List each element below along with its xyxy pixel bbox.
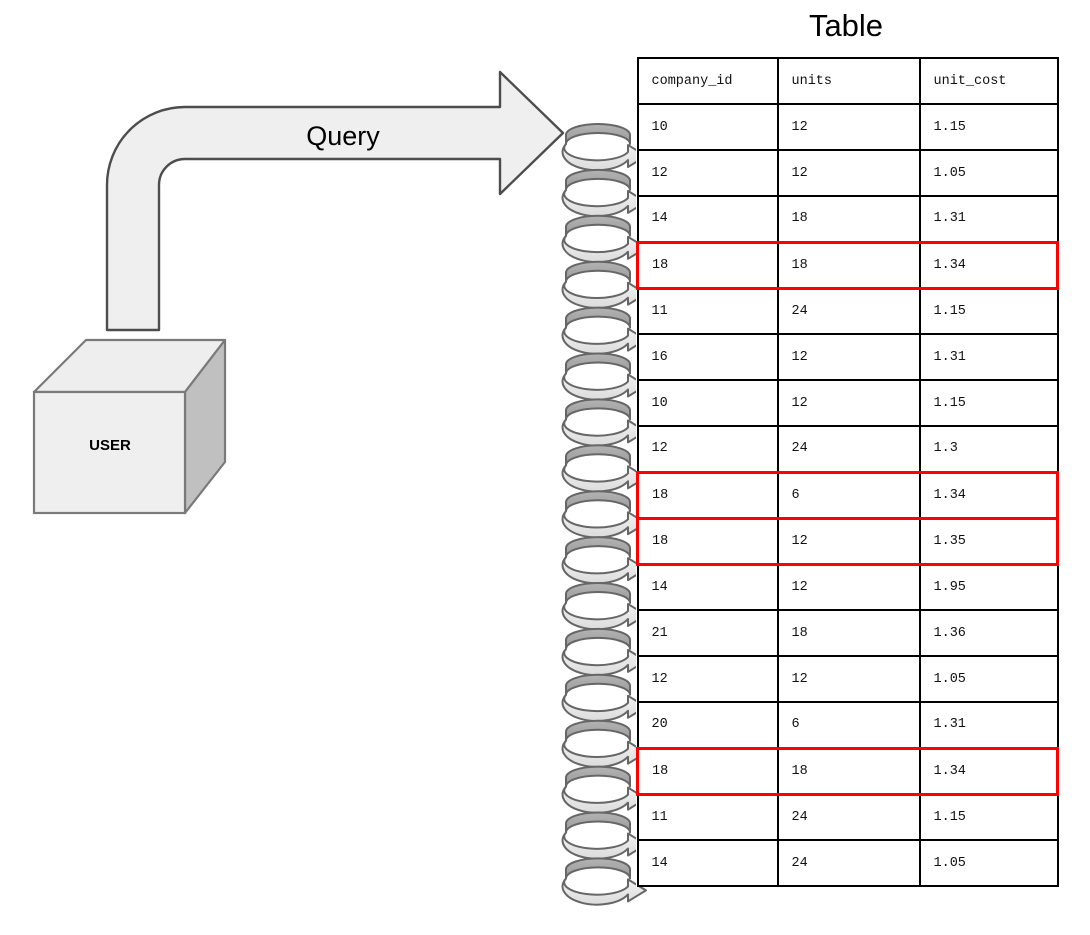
table-cell-units: 24 (776, 793, 921, 841)
table-cell-company_id: 14 (636, 563, 779, 611)
coil-loop-arrow-icon (561, 673, 647, 723)
table-cell-company_id: 14 (636, 195, 779, 243)
column-header-company_id: company_id (636, 57, 779, 105)
table-title: Table (808, 8, 884, 43)
table-cell-units: 6 (776, 470, 921, 520)
table-cell-unit_cost: 1.31 (918, 701, 1059, 749)
table-cell-company_id: 12 (636, 149, 779, 197)
table-cell-unit_cost: 1.15 (918, 103, 1059, 151)
coil-loop-arrow-icon (561, 444, 647, 493)
table-cell-company_id: 18 (636, 240, 779, 290)
table-cell-units: 12 (776, 655, 921, 703)
coil-loop-arrow-icon (561, 582, 647, 631)
table-cell-unit_cost: 1.35 (918, 516, 1059, 566)
table-cell-unit_cost: 1.34 (918, 240, 1059, 290)
coil-loop-arrow-icon (561, 811, 647, 860)
coil-loop-arrow-icon (561, 214, 647, 264)
table-cell-unit_cost: 1.05 (918, 149, 1059, 197)
table-cell-company_id: 14 (636, 839, 779, 887)
table-cell-unit_cost: 1.15 (918, 287, 1059, 335)
coil-loop-arrow-icon (561, 352, 647, 401)
table-cell-company_id: 12 (636, 655, 779, 703)
query-arrow-icon (105, 70, 565, 332)
table-cell-company_id: 10 (636, 379, 779, 427)
table-cell-unit_cost: 1.31 (918, 333, 1059, 381)
table-cell-units: 18 (776, 195, 921, 243)
table-cell-company_id: 18 (636, 746, 779, 796)
table-cell-company_id: 18 (636, 470, 779, 520)
coil-loop-arrow-icon (561, 123, 647, 172)
table-cell-company_id: 12 (636, 425, 779, 473)
table-cell-company_id: 11 (636, 287, 779, 335)
coil-loop-arrow-icon (561, 260, 647, 309)
coil-loop-arrow-icon (561, 490, 647, 539)
table-cell-units: 12 (776, 333, 921, 381)
table-cell-units: 12 (776, 563, 921, 611)
user-cube-icon (32, 338, 227, 515)
table-cell-units: 18 (776, 746, 921, 796)
table-cell-unit_cost: 1.05 (918, 839, 1059, 887)
coil-loop-arrow-icon (561, 857, 647, 906)
table-cell-unit_cost: 1.31 (918, 195, 1059, 243)
table-cell-unit_cost: 1.34 (918, 470, 1059, 520)
table-cell-units: 24 (776, 287, 921, 335)
column-header-units: units (776, 57, 921, 105)
query-label: Query (306, 121, 380, 151)
table-cell-company_id: 11 (636, 793, 779, 841)
table-cell-company_id: 10 (636, 103, 779, 151)
coil-loop-arrow-icon (561, 398, 647, 447)
table-cell-units: 24 (776, 839, 921, 887)
table-cell-units: 12 (776, 149, 921, 197)
table-cell-unit_cost: 1.15 (918, 793, 1059, 841)
coil-loop-arrow-icon (561, 168, 647, 218)
coil-stack (561, 123, 647, 906)
table-cell-units: 18 (776, 240, 921, 290)
table-cell-units: 12 (776, 103, 921, 151)
table-cell-units: 6 (776, 701, 921, 749)
coil-loop-arrow-icon (561, 306, 647, 355)
table-cell-unit_cost: 1.05 (918, 655, 1059, 703)
table-cell-company_id: 20 (636, 701, 779, 749)
table-cell-company_id: 21 (636, 609, 779, 657)
table-cell-units: 18 (776, 609, 921, 657)
table-cell-units: 12 (776, 516, 921, 566)
table-cell-unit_cost: 1.15 (918, 379, 1059, 427)
table-cell-company_id: 16 (636, 333, 779, 381)
table-cell-unit_cost: 1.3 (918, 425, 1059, 473)
coil-loop-arrow-icon (561, 719, 647, 768)
column-header-unit_cost: unit_cost (918, 57, 1059, 105)
table-cell-company_id: 18 (636, 516, 779, 566)
coil-loop-arrow-icon (561, 536, 647, 585)
table-cell-units: 12 (776, 379, 921, 427)
table-cell-unit_cost: 1.95 (918, 563, 1059, 611)
coil-loop-arrow-icon (561, 627, 647, 677)
user-cube-label: USER (89, 437, 131, 454)
coil-loop-arrow-icon (561, 765, 647, 814)
table-cell-units: 24 (776, 425, 921, 473)
table-cell-unit_cost: 1.36 (918, 609, 1059, 657)
table-cell-unit_cost: 1.34 (918, 746, 1059, 796)
